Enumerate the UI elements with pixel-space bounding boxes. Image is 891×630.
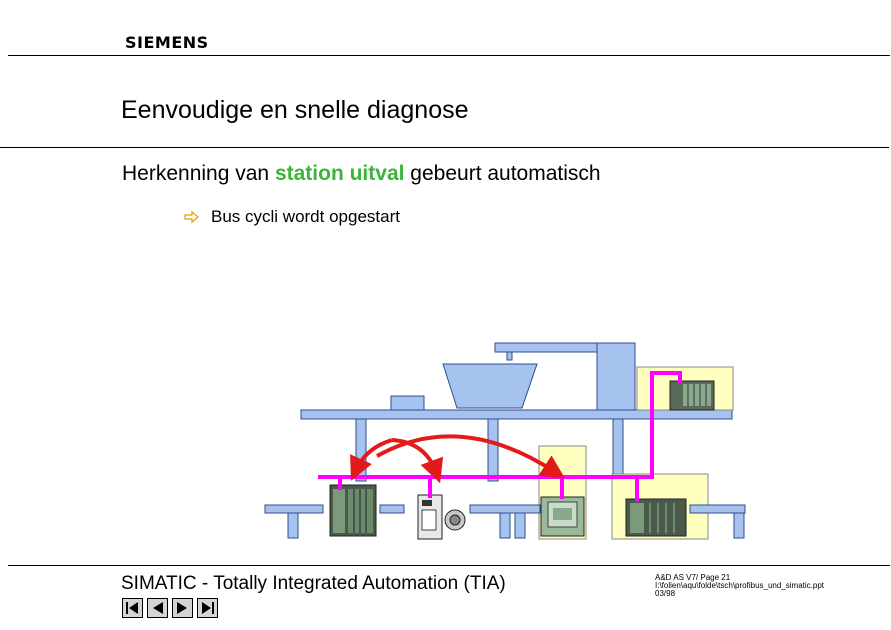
last-slide-button[interactable] — [197, 598, 218, 618]
plc-top — [669, 380, 715, 411]
diagnosis-arrows — [350, 434, 566, 484]
plc-left — [329, 484, 377, 537]
title-divider — [0, 147, 889, 148]
previous-slide-icon — [153, 602, 163, 614]
small-box — [390, 395, 425, 411]
footer-info-line2: I:\folien\aqu\folde\tsch\profibus_und_si… — [655, 581, 824, 590]
operator-panel — [540, 496, 585, 537]
plc-right — [625, 498, 687, 537]
previous-slide-button[interactable] — [147, 598, 168, 618]
heading-highlight: station uitval — [274, 162, 405, 185]
footer-title: SIMATIC - Totally Integrated Automation … — [121, 573, 506, 594]
heading-suffix: gebeurt automatisch — [404, 162, 601, 185]
profibus-diagram — [264, 342, 746, 540]
footer-info: A&D AS V7/ Page 21 I:\folien\aqu\folde\t… — [655, 574, 885, 598]
bullet-text: Bus cycli wordt opgestart — [211, 207, 400, 226]
supply-pipe — [494, 342, 636, 411]
hopper — [442, 363, 538, 409]
footer-divider — [8, 565, 890, 566]
main-heading: Herkenning van station uitval gebeurt au… — [122, 162, 601, 186]
arrow-right-icon — [184, 210, 200, 227]
next-slide-icon — [177, 602, 187, 614]
first-slide-button[interactable] — [122, 598, 143, 618]
header-divider — [8, 55, 890, 56]
last-slide-icon — [202, 602, 214, 614]
drive-unit — [417, 494, 466, 540]
conveyor-table — [300, 409, 733, 420]
footer-info-line1: A&D AS V7/ Page 21 — [655, 573, 731, 582]
slide-title: Eenvoudige en snelle diagnose — [121, 96, 469, 124]
first-slide-icon — [126, 602, 138, 614]
base-conveyors — [264, 504, 746, 539]
heading-prefix: Herkenning van — [122, 162, 275, 185]
next-slide-button[interactable] — [172, 598, 193, 618]
footer-info-line3: 03/98 — [655, 589, 676, 598]
siemens-logo: SIEMENS — [125, 33, 209, 52]
